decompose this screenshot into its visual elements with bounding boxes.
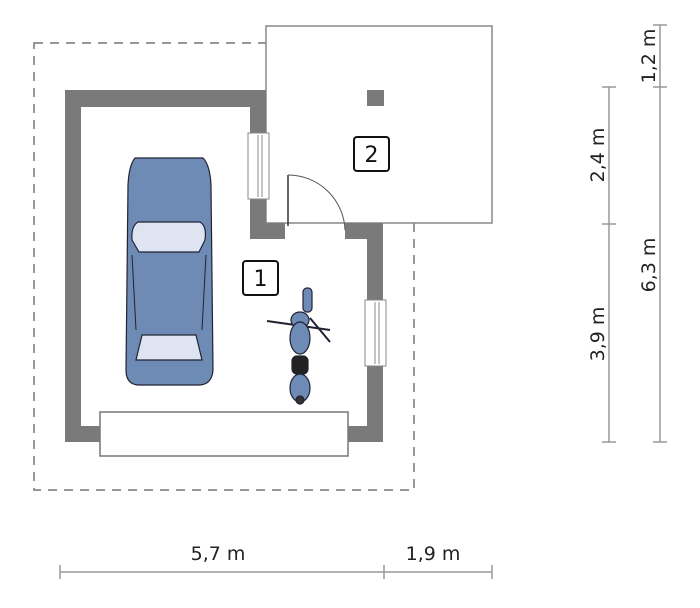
car-icon — [125, 157, 214, 386]
dim-width-extension: 1,9 m — [406, 543, 461, 565]
vertical-dimension-outer — [653, 24, 667, 443]
door — [287, 174, 346, 231]
dim-width-garage: 5,7 m — [191, 543, 246, 565]
chimney — [367, 90, 384, 106]
dim-height-room2: 2,4 m — [587, 128, 609, 183]
motorcycle-icon — [266, 287, 331, 405]
room-1-number: 1 — [254, 267, 268, 292]
horizontal-dimension — [59, 565, 493, 579]
dim-height-total: 6,3 m — [638, 238, 660, 293]
vertical-dimension-inner — [602, 86, 616, 443]
plot-boundary-dashed — [33, 42, 415, 491]
garage-door — [99, 411, 349, 457]
dim-height-top: 1,2 m — [638, 29, 660, 84]
room-2-outline — [265, 25, 493, 224]
window-left — [247, 132, 270, 200]
room-2-label: 2 — [353, 136, 390, 172]
room-1-label: 1 — [242, 260, 279, 296]
dim-height-garage-lower: 3,9 m — [587, 307, 609, 362]
window-right — [364, 299, 387, 367]
room-2-number: 2 — [365, 143, 379, 168]
